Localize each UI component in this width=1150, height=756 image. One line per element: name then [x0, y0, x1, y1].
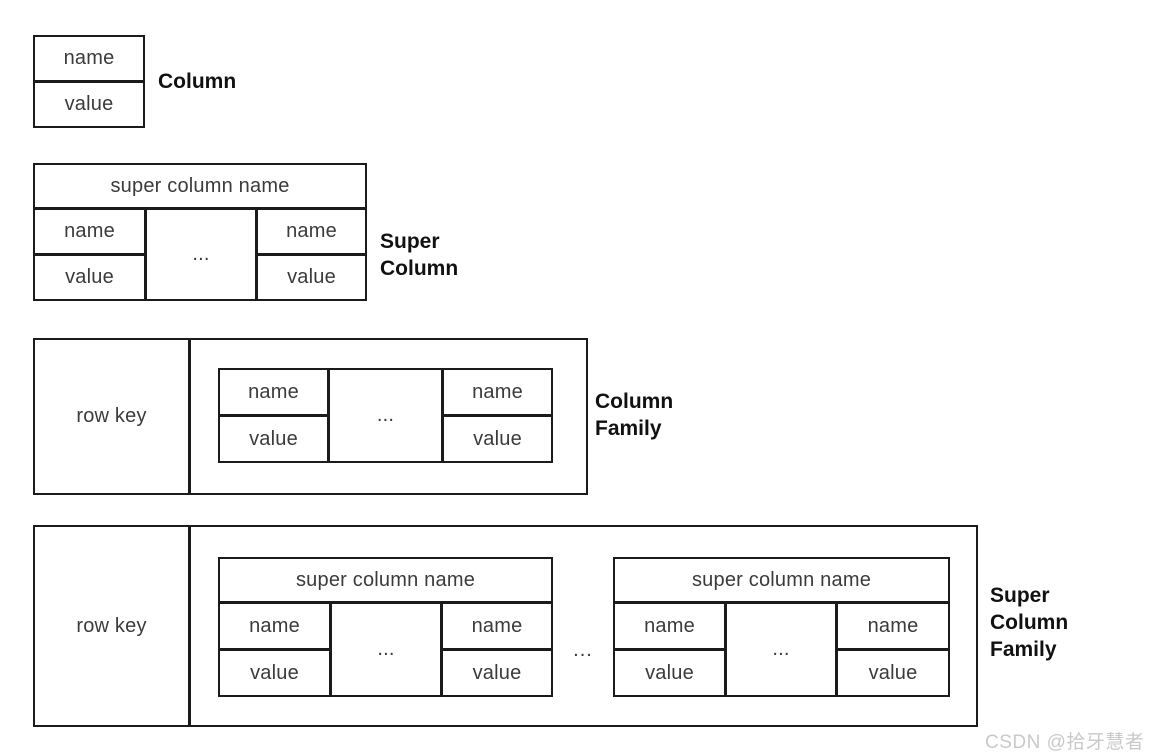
scf-block2-col1-name-cell: name	[613, 602, 726, 650]
scf-block1-col1-value-cell: value	[218, 649, 331, 697]
scf-block1-header-cell: super column name	[218, 557, 553, 603]
column-value-cell: value	[33, 81, 145, 128]
super-column-col1-name-cell: name	[33, 208, 146, 255]
scf-block2-ellipsis-cell: ...	[725, 602, 837, 697]
column-family-col1-name-cell: name	[218, 368, 329, 416]
column-family-col2-name-cell: name	[442, 368, 553, 416]
column-family-row-key-cell: row key	[33, 338, 190, 495]
scf-block-separator-ellipsis: ...	[573, 638, 593, 661]
column-name-cell: name	[33, 35, 145, 82]
scf-block2-col2-value-cell: value	[836, 649, 950, 697]
super-column-label: Super Column	[380, 230, 459, 280]
scf-block2-col1-value-cell: value	[613, 649, 726, 697]
super-column-family-row-key-cell: row key	[33, 525, 190, 727]
super-column-col1-value-cell: value	[33, 254, 146, 301]
scf-block1-col2-name-cell: name	[441, 602, 553, 650]
column-label: Column	[158, 70, 237, 93]
column-family-col1-value-cell: value	[218, 415, 329, 463]
super-column-family-label: Super Column Family	[990, 584, 1069, 661]
scf-block2-col2-name-cell: name	[836, 602, 950, 650]
scf-block1-ellipsis-cell: ...	[330, 602, 442, 697]
column-family-ellipsis-cell: ...	[328, 368, 443, 463]
super-column-col2-name-cell: name	[256, 208, 367, 255]
column-family-col2-value-cell: value	[442, 415, 553, 463]
super-column-ellipsis-cell: ...	[145, 208, 257, 301]
scf-block2-header-cell: super column name	[613, 557, 950, 603]
column-family-label: Column Family	[595, 390, 674, 440]
super-column-header-cell: super column name	[33, 163, 367, 209]
super-column-col2-value-cell: value	[256, 254, 367, 301]
csdn-watermark: CSDN @拾牙慧者	[985, 732, 1145, 753]
scf-block1-col2-value-cell: value	[441, 649, 553, 697]
scf-block1-col1-name-cell: name	[218, 602, 331, 650]
